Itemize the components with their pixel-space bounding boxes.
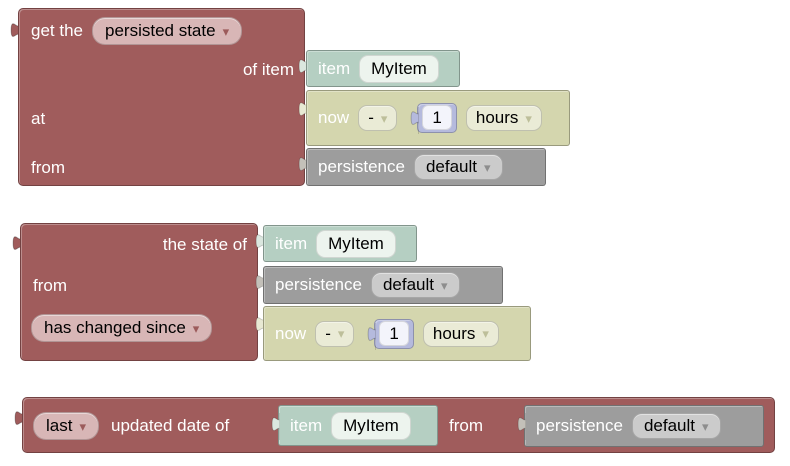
updated-date-of-label: updated date of	[111, 416, 230, 435]
persistence-service-dropdown[interactable]: default ▾	[370, 272, 460, 298]
item-label: item	[275, 233, 308, 253]
item-name-field[interactable]: MyItem	[359, 54, 439, 83]
dropdown-arrow-icon: ▾	[79, 418, 86, 434]
from-label: from	[449, 416, 483, 435]
block-datetime-now-offset[interactable]: now - ▾ 1 hours ▾	[306, 90, 570, 146]
item-label: item	[290, 415, 323, 435]
persistence-service-dropdown[interactable]: default ▾	[413, 154, 503, 180]
dropdown-arrow-icon: ▾	[222, 23, 230, 39]
dropdown-arrow-icon: ▾	[525, 110, 532, 126]
operator-dropdown[interactable]: - ▾	[315, 320, 355, 347]
block-number[interactable]: 1	[368, 318, 414, 350]
operator-dropdown[interactable]: - ▾	[358, 105, 398, 131]
value-connector-tab	[411, 107, 420, 134]
block-get-persisted-state[interactable]: get the persisted state ▾ of item at fro…	[18, 8, 305, 186]
block-datetime-now-offset[interactable]: now - ▾ 1 hours ▾	[263, 306, 531, 361]
ordinal-dropdown[interactable]: last ▾	[33, 412, 99, 440]
dropdown-arrow-icon: ▾	[337, 326, 345, 341]
now-label: now	[318, 108, 350, 127]
number-value-field[interactable]: 1	[379, 320, 409, 346]
value-connector-tab	[368, 322, 377, 350]
dropdown-arrow-icon: ▾	[440, 277, 448, 293]
block-item[interactable]: item MyItem	[306, 50, 460, 87]
dropdown-arrow-icon: ▾	[701, 418, 709, 434]
at-label: at	[31, 109, 46, 128]
time-unit-dropdown[interactable]: hours ▾	[422, 320, 499, 347]
dropdown-arrow-icon: ▾	[380, 110, 388, 126]
state-condition-dropdown[interactable]: has changed since ▾	[31, 314, 213, 342]
get-the-label: get the	[31, 21, 83, 40]
dropdown-arrow-icon: ▾	[192, 320, 200, 336]
block-last-updated-date[interactable]: last ▾ updated date of item MyItem from	[22, 397, 775, 453]
persistence-label: persistence	[536, 416, 623, 435]
item-label: item	[318, 58, 351, 78]
persistence-method-dropdown[interactable]: persisted state ▾	[92, 17, 243, 45]
dropdown-arrow-icon: ▾	[482, 326, 489, 341]
from-label: from	[33, 276, 67, 295]
persistence-label: persistence	[275, 275, 362, 294]
value-connector-tab	[517, 413, 526, 440]
block-persistence-service[interactable]: persistence default ▾	[517, 405, 764, 447]
the-state-of-label: the state of	[162, 234, 247, 254]
block-persistence-service[interactable]: persistence default ▾	[306, 148, 546, 186]
of-item-label: of item	[242, 59, 294, 79]
item-name-field[interactable]: MyItem	[331, 411, 411, 440]
now-label: now	[275, 323, 307, 343]
from-label: from	[31, 158, 65, 177]
block-persistence-service[interactable]: persistence default ▾	[263, 266, 503, 304]
persistence-service-dropdown[interactable]: default ▾	[631, 413, 721, 439]
block-number[interactable]: 1	[411, 103, 457, 134]
block-item[interactable]: item MyItem	[263, 225, 417, 262]
block-item[interactable]: item MyItem	[271, 405, 438, 446]
dropdown-arrow-icon: ▾	[483, 159, 491, 175]
number-value-field[interactable]: 1	[422, 105, 452, 130]
item-name-field[interactable]: MyItem	[316, 229, 396, 258]
time-unit-dropdown[interactable]: hours ▾	[465, 105, 542, 131]
persistence-label: persistence	[318, 157, 405, 176]
block-state-check[interactable]: the state of from has changed since ▾	[20, 223, 258, 361]
value-connector-tab	[271, 413, 280, 440]
